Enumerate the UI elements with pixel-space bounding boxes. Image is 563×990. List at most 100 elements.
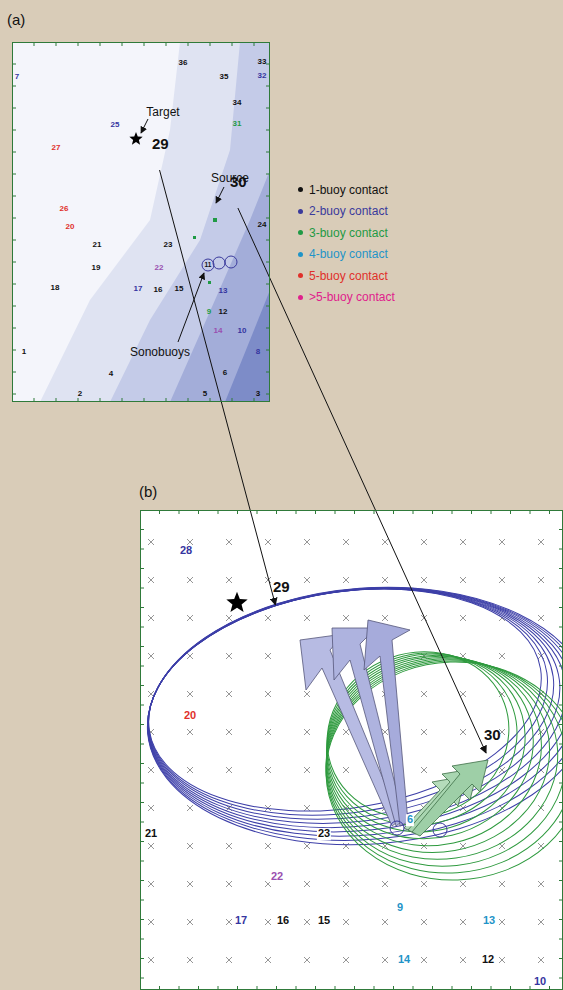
drawing-part [313, 644, 563, 874]
depth-band [170, 170, 270, 402]
buoy-rings [202, 256, 447, 837]
depth-band [40, 42, 270, 402]
legend-text: >5-buoy contact [309, 290, 395, 304]
source-dots [193, 218, 217, 284]
drawing-part [304, 767, 310, 773]
drawing-part [226, 539, 232, 545]
drawing-part [382, 919, 388, 925]
buoy-number: 21 [144, 828, 158, 840]
buoy-number: 11 [205, 262, 212, 269]
buoy-ring [433, 823, 447, 837]
drawing-part [343, 843, 349, 849]
buoy-number: 18 [51, 284, 60, 292]
drawing-part [187, 957, 193, 963]
source-dot [213, 218, 217, 222]
drawing-part [265, 767, 271, 773]
drawing-part [140, 562, 557, 837]
drawing-part [187, 729, 193, 735]
drawing-part [265, 653, 271, 659]
depth-band [110, 42, 270, 402]
map-ground [12, 42, 270, 402]
buoy-number: 31 [233, 120, 242, 128]
source-dot [208, 281, 211, 284]
drawing-part [226, 577, 232, 583]
buoy-number: 25 [111, 121, 120, 129]
legend-row: 4-buoy contact [298, 244, 395, 266]
drawing-part [226, 957, 232, 963]
buoy-ring [225, 256, 237, 268]
buoy-ring [390, 821, 404, 835]
drawing-part [187, 539, 193, 545]
drawing-part [382, 615, 388, 621]
legend-text: 3-buoy contact [309, 226, 388, 240]
drawing-part [421, 957, 427, 963]
buoy-number: 21 [93, 241, 102, 249]
callout-label: Target [146, 106, 179, 119]
drawing-part [421, 691, 427, 697]
drawing-part [265, 957, 271, 963]
drawing-part [226, 653, 232, 659]
legend-text: 5-buoy contact [309, 269, 388, 283]
drawing-part [148, 881, 154, 887]
drawing-part [265, 843, 271, 849]
drawing-part [187, 919, 193, 925]
drawing-part [148, 957, 154, 963]
drawing-part [343, 919, 349, 925]
drawing-part [304, 843, 310, 849]
buoy-number: 34 [233, 99, 242, 107]
callout-label: Sonobuoys [130, 346, 190, 359]
target-star [129, 132, 142, 145]
drawing-part [140, 572, 563, 860]
drawing-part [304, 628, 539, 849]
buoy-number: 1 [22, 348, 26, 356]
drawing-part [226, 691, 232, 697]
leader-arrow [216, 187, 224, 203]
source-dot [193, 236, 196, 239]
buoy-number: 17 [134, 285, 143, 293]
buoy-number: 19 [92, 264, 101, 272]
link-arrow [160, 170, 276, 605]
buoy-number: 15 [175, 285, 184, 293]
drawing-part [421, 539, 427, 545]
buoy-number: 10 [533, 976, 547, 988]
drawing-part [187, 767, 193, 773]
drawing-part [382, 577, 388, 583]
callout-label: Source [211, 172, 249, 185]
legend-swatch [298, 273, 303, 278]
drawing-part [304, 691, 310, 697]
depth-band [225, 290, 270, 402]
legend-swatch [298, 230, 303, 235]
drawing-part [304, 539, 310, 545]
drawing-part [499, 539, 505, 545]
buoy-number: 10 [238, 327, 247, 335]
target-star [226, 592, 247, 612]
drawing-part [343, 767, 349, 773]
drawing-part [304, 729, 310, 735]
drawing-part [460, 919, 466, 925]
buoy-number-text: 29 [273, 579, 290, 596]
drawing-part [140, 569, 563, 855]
buoy-number: 12 [481, 954, 495, 966]
drawing-part [148, 767, 154, 773]
drawing-part [265, 729, 271, 735]
drawing-part [499, 577, 505, 583]
drawing-part [265, 691, 271, 697]
drawing-part [265, 539, 271, 545]
drawing-part [343, 615, 349, 621]
panel-heading: (b) [139, 483, 157, 500]
bearing-arrow [412, 760, 488, 836]
drawing-part [460, 577, 466, 583]
panel-frame: (b)2930 [140, 510, 563, 990]
drawing-part [460, 729, 466, 735]
drawing-part [226, 881, 232, 887]
drawing-part [226, 767, 232, 773]
buoy-ring [213, 257, 225, 269]
panel-heading: (a) [7, 11, 25, 28]
legend-row: 5-buoy contact [298, 265, 395, 287]
drawing-part [538, 539, 544, 545]
legend-swatch [298, 187, 303, 192]
buoy-number: 26 [60, 205, 69, 213]
legend-row: >5-buoy contact [298, 287, 395, 309]
